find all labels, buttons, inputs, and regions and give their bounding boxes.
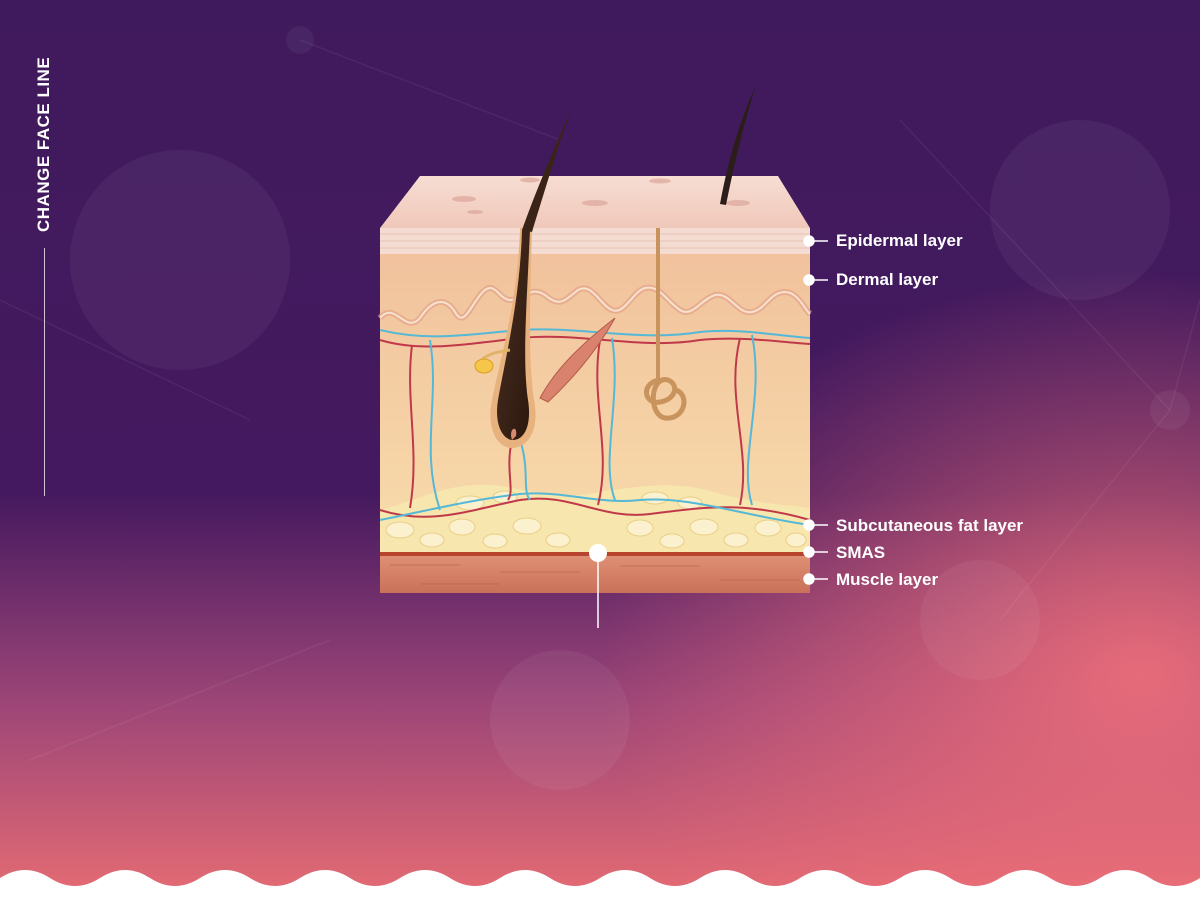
blood-vessels	[379, 328, 811, 526]
dermal-band	[377, 254, 813, 516]
label-smas: SMAS	[836, 543, 886, 562]
epidermal-band	[380, 228, 810, 254]
muscle-band	[380, 556, 810, 593]
smas-marker	[589, 544, 607, 628]
label-subcutaneous-fat-layer: Subcutaneous fat layer	[836, 516, 1024, 535]
label-dermal-layer: Dermal layer	[836, 270, 939, 289]
arrector-pili-muscle	[539, 317, 616, 403]
skin-surface	[380, 176, 810, 228]
label-connectors	[803, 235, 828, 585]
label-epidermal-layer: Epidermal layer	[836, 231, 963, 250]
sweat-gland	[644, 377, 687, 421]
sebaceous-gland	[474, 348, 511, 374]
side-divider	[44, 248, 45, 496]
hair-right	[656, 85, 756, 380]
hair-follicle	[490, 108, 572, 448]
label-muscle-layer: Muscle layer	[836, 570, 939, 589]
